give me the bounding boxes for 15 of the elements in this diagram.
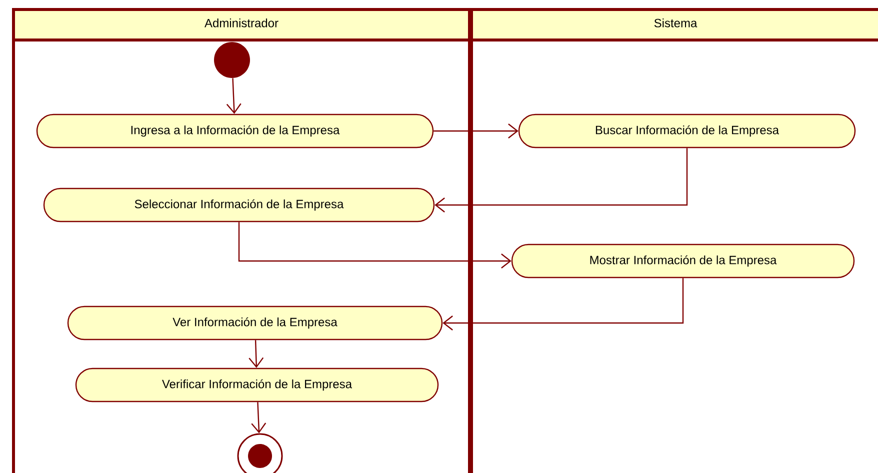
action-box: Buscar Información de la Empresa	[518, 114, 856, 148]
action-box: Ingresa a la Información de la Empresa	[36, 114, 434, 148]
arrow	[238, 222, 512, 268]
action-box: Verificar Información de la Empresa	[75, 368, 439, 402]
action-box: Seleccionar Información de la Empresa	[43, 188, 435, 222]
arrow	[442, 278, 684, 330]
initial-node	[214, 42, 250, 78]
action-box: Mostrar Información de la Empresa	[511, 244, 855, 278]
action-box: Ver Información de la Empresa	[67, 306, 443, 340]
arrow	[248, 340, 264, 368]
arrow	[434, 124, 518, 138]
arrow	[226, 78, 242, 114]
arrow	[251, 402, 266, 434]
arrow	[434, 148, 688, 212]
final-node	[237, 433, 283, 473]
